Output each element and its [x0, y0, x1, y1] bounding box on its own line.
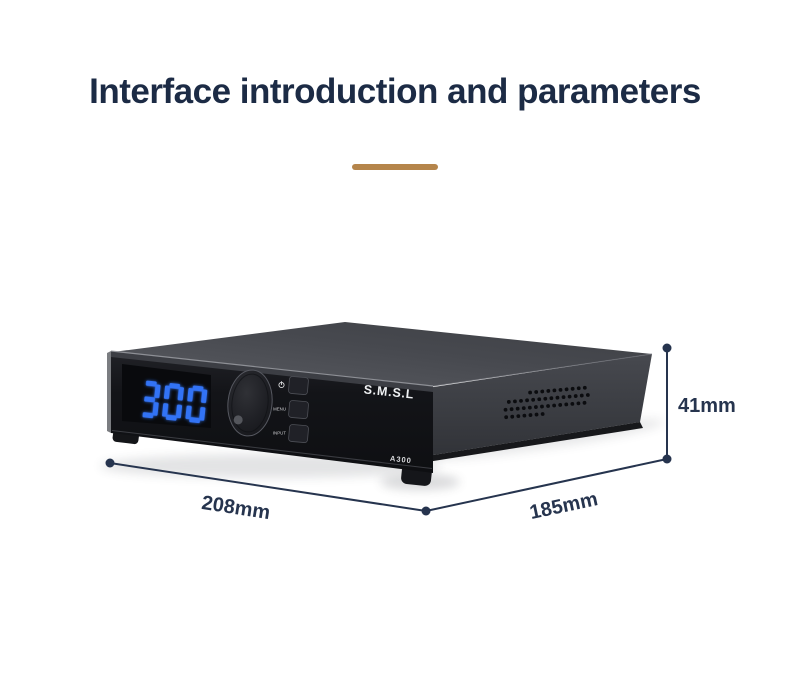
depth-dimension-label: 185mm: [528, 488, 600, 524]
menu-button: [288, 400, 309, 419]
depth-dimension-line: [425, 458, 668, 512]
power-icon: [278, 381, 285, 389]
front-top-bevel: [111, 351, 433, 392]
model-label: A300: [390, 454, 413, 465]
front-bottom-bevel: [111, 430, 433, 469]
dimension-annotations: 208mm 185mm 41mm: [105, 343, 736, 524]
width-dimension-label: 208mm: [200, 492, 271, 524]
brand-logo: S.M.S.L: [363, 382, 415, 401]
dimension-endpoint-dot: [662, 343, 672, 353]
front-top-highlight: [110, 350, 434, 387]
dimension-endpoint-dot: [421, 506, 431, 516]
button-group: MENU INPUT: [273, 376, 309, 443]
title-divider: [352, 164, 438, 170]
display-value: [142, 380, 208, 424]
knob-indicator-dot: [233, 415, 243, 425]
width-dimension-line: [109, 462, 427, 512]
input-button-label: INPUT: [273, 431, 286, 436]
top-side-edge: [426, 353, 653, 388]
top-panel: [113, 322, 652, 387]
input-button: [288, 424, 309, 443]
side-panel: [427, 354, 652, 456]
front-left-edge: [107, 351, 111, 433]
height-dimension-label: 41mm: [678, 395, 736, 417]
page-title: Interface introduction and parameters: [89, 72, 701, 111]
vent-grill-icon: [503, 385, 590, 420]
device: MENU INPUT S.M.S.L A300: [107, 322, 653, 486]
dimension-endpoint-dot: [662, 454, 672, 464]
volume-knob: [227, 369, 273, 437]
menu-button-label: MENU: [273, 407, 286, 412]
dimension-endpoint-dot: [105, 458, 115, 468]
side-bottom-edge: [427, 422, 643, 462]
power-button: [288, 376, 309, 395]
